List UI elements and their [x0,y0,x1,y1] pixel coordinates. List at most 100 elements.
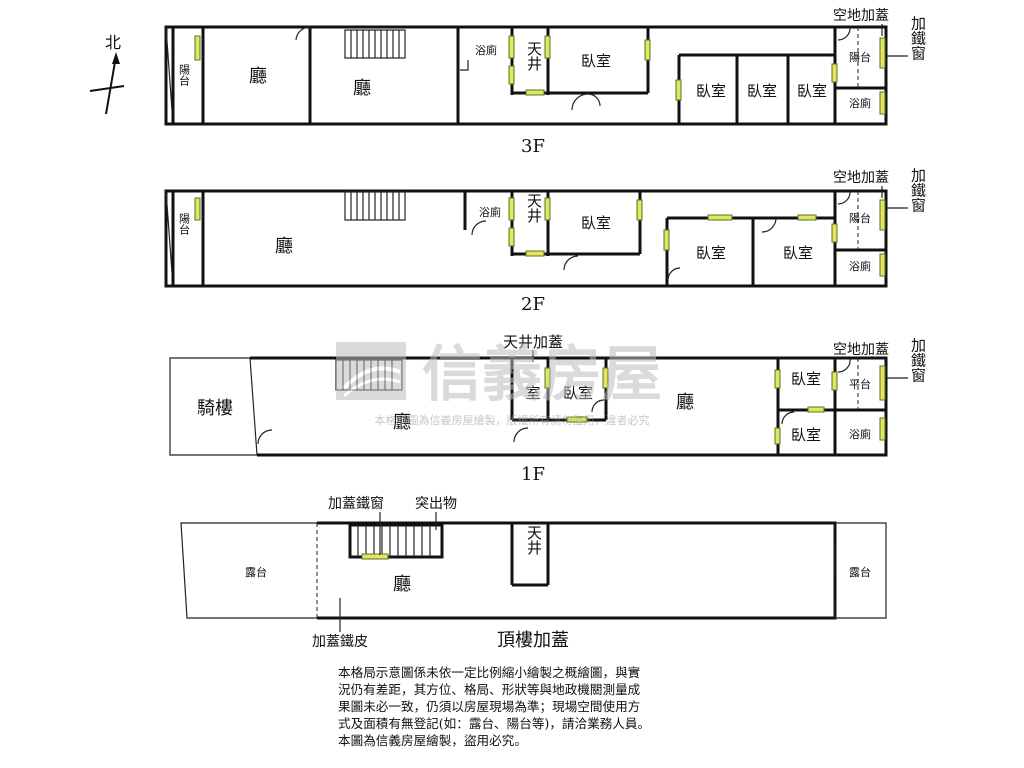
door-swing-icon [587,93,601,107]
window-icon [361,553,389,560]
door-swing-icon [837,357,851,373]
floor-title: 頂樓加蓋 [497,630,569,651]
window-icon [831,223,838,243]
floor-title: 1F [521,464,545,485]
watermark-caption: 本格局圖為信義房屋繪製，版權所有請勿盜用，違者必究 [375,413,650,427]
door-swing-icon [837,190,851,205]
door-swing-icon [781,411,795,425]
window-icon [544,197,551,221]
room-bathroom: 浴廁 [479,205,501,219]
window-icon [508,227,515,247]
room-hall: 廳 [275,236,293,257]
disclaimer-line: 果圖未必一致，仍須以房屋現場為準；現場空間使用方 [338,699,641,714]
disclaimer: 本格局示意圖係未依一定比例縮小繪製之概繪圖，與實 況仍有差距，其方位、格局、形狀… [338,664,738,749]
door-swing-icon [513,427,529,443]
door-swing-icon [295,26,311,41]
room-hall: 廳 [249,66,267,87]
window-icon [194,35,201,61]
window-icon [663,229,670,251]
watermark: 信義房屋 本格局圖為信義房屋繪製，版權所有請勿盜用，違者必究 [336,340,662,427]
window-icon [807,406,825,413]
window-icon [508,35,515,59]
door-swing-icon [471,220,487,236]
roof-outline [317,521,837,620]
window-icon [636,199,643,221]
floor-2f: 陽台 廳 浴廁 天井 臥室 臥室 臥室 陽台 浴廁 空地加蓋 加鐵窗 2F [164,168,927,315]
room-balcony: 陽台 [178,64,191,86]
stairs-icon [344,29,406,59]
room-bathroom: 浴廁 [849,96,871,110]
door-swing-icon [591,399,605,413]
watermark-brand: 信義房屋 [422,340,662,410]
floor-roof: 露台 廳 天井 露台 加蓋鐵窗 突出物 加蓋鐵皮 頂樓加蓋 [180,495,887,651]
window-icon [525,250,545,257]
room-terrace: 露台 [245,565,267,579]
window-icon [644,39,651,61]
window-icon [707,214,733,221]
window-icon [879,199,886,231]
window-icon [194,197,201,221]
floor-1f-outline [250,356,888,457]
annotation-protrusion: 突出物 [415,496,457,512]
room-bedroom: 臥室 [791,426,821,444]
room-bedroom: 臥室 [696,244,726,262]
window-icon [879,91,886,115]
room-bedroom: 臥室 [581,214,611,232]
room-bedroom: 臥室 [791,370,821,388]
stairs-icon [344,191,406,221]
room-balcony: 陽台 [178,213,191,235]
room-hall: 廳 [393,412,411,433]
floor-1f: 騎樓 廳 室 臥室 廳 臥室 臥室 平台 浴廁 天井加蓋 空地加蓋 加鐵窗 1F [169,333,927,485]
door-swing-icon [571,93,589,111]
window-icon [879,365,886,401]
door-swing-icon [257,429,273,445]
window-icon [675,79,682,101]
door-swing-icon [563,255,579,271]
window-icon [879,417,886,441]
north-label: 北 [105,33,121,52]
annotation-light-well-roof: 天井加蓋 [503,333,563,351]
room-light-well: 天井 [525,41,543,72]
room-bedroom: 臥室 [783,244,813,262]
stairs-icon [348,523,444,559]
window-icon [508,65,515,85]
floor-3f-outline [164,25,888,126]
room-balcony: 陽台 [849,211,871,225]
window-icon [544,35,551,59]
room-bathroom: 浴廁 [849,259,871,273]
room-bathroom: 浴廁 [849,427,871,441]
north-arrow-icon: 北 [89,33,125,115]
room-bedroom: 臥室 [747,82,777,100]
disclaimer-line: 況仍有差距，其方位、格局、形狀等與地政機關測量成 [338,682,641,697]
window-icon [602,367,609,389]
disclaimer-line: 本格局示意圖係未依一定比例縮小繪製之概繪圖，與實 [338,665,641,680]
annotation-vacant-roof: 空地加蓋 [833,8,889,24]
annotation-iron-sheet: 加蓋鐵皮 [312,633,368,650]
door-swing-icon [761,217,777,233]
disclaimer-line: 式及面積有無登記(如：露台、陽台等)，請洽業務人員。 [338,716,651,731]
room-platform: 平台 [849,377,871,391]
window-icon [879,253,886,277]
window-icon [544,367,551,389]
room-bedroom: 臥室 [581,52,611,70]
floor-2f-outline [164,189,888,288]
room-light-well: 天井 [525,525,543,556]
annotation-vacant-roof: 空地加蓋 [833,170,889,186]
room-bathroom: 浴廁 [475,43,497,57]
annotation-vacant-roof: 空地加蓋 [833,342,889,358]
room-balcony: 陽台 [849,50,871,64]
door-swing-icon [460,60,469,71]
window-icon [566,416,588,423]
disclaimer-line: 本圖為信義房屋繪製，盜用必究。 [338,733,527,748]
floor-title: 3F [521,136,545,157]
door-swing-icon [837,26,851,41]
room-bedroom: 臥室 [563,384,593,402]
window-icon [774,369,781,389]
window-icon [508,197,515,221]
window-icon [525,89,545,96]
annotation-iron-window: 加鐵窗 [909,338,927,383]
window-icon [831,371,838,391]
door-swing-icon [667,267,681,281]
room-terrace: 露台 [849,565,871,579]
